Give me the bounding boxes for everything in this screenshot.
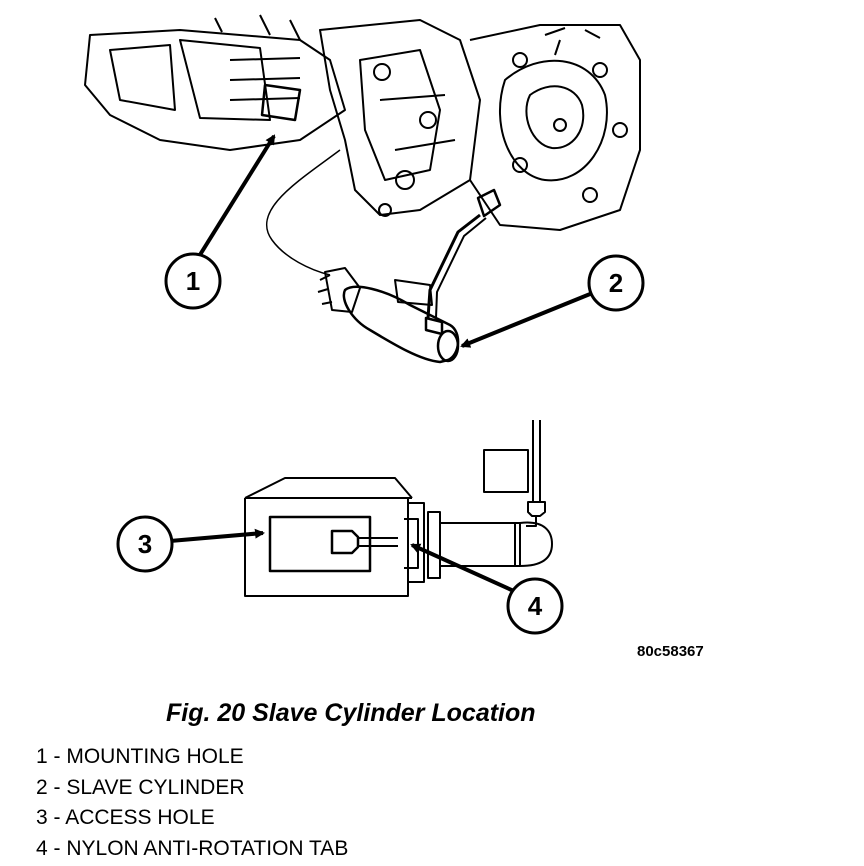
legend-item: 2 - SLAVE CYLINDER bbox=[36, 773, 348, 804]
legend-number: 4 bbox=[36, 836, 48, 860]
callout-1: 1 bbox=[164, 134, 276, 310]
callout-4: 4 bbox=[410, 543, 564, 635]
svg-text:3: 3 bbox=[138, 529, 152, 559]
legend-text: - MOUNTING HOLE bbox=[47, 745, 244, 768]
callout-2: 2 bbox=[460, 254, 645, 348]
transmission-illustration bbox=[84, 14, 641, 364]
svg-text:1: 1 bbox=[186, 266, 200, 296]
legend-item: 1 - MOUNTING HOLE bbox=[36, 742, 348, 773]
legend-number: 3 bbox=[36, 806, 48, 829]
figure-caption: Fig. 20 Slave Cylinder Location bbox=[166, 699, 536, 727]
legend-text: - ACCESS HOLE bbox=[47, 806, 215, 829]
access-hole-illustration bbox=[244, 420, 553, 597]
svg-text:4: 4 bbox=[528, 591, 543, 621]
image-code: 80c58367 bbox=[637, 643, 704, 660]
legend-list: 1 - MOUNTING HOLE 2 - SLAVE CYLINDER 3 -… bbox=[36, 742, 348, 864]
legend-item: 3 - ACCESS HOLE bbox=[36, 803, 348, 834]
legend-number: 1 bbox=[36, 745, 48, 768]
legend-item: 4 - NYLON ANTI-ROTATION TAB bbox=[36, 834, 348, 865]
legend-text: - NYLON ANTI-ROTATION TAB bbox=[47, 836, 349, 860]
svg-text:2: 2 bbox=[609, 268, 623, 298]
callout-3: 3 bbox=[116, 515, 265, 573]
legend-number: 2 bbox=[36, 775, 48, 799]
legend-text: - SLAVE CYLINDER bbox=[47, 775, 245, 799]
